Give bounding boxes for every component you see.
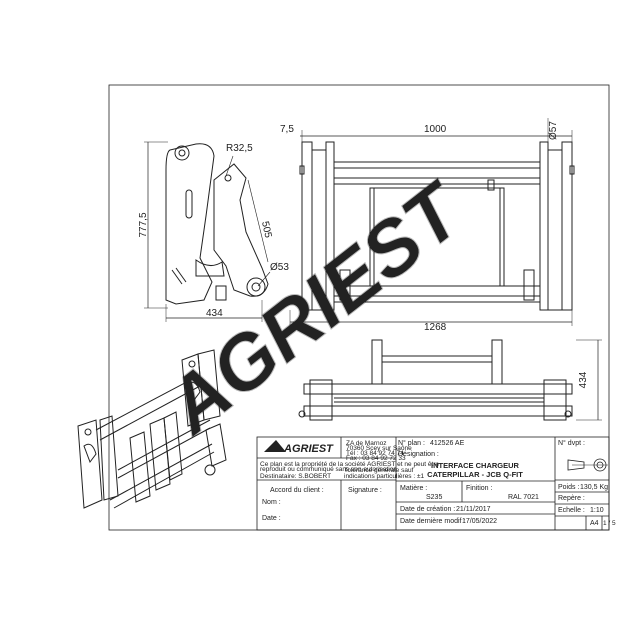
svg-text:412526 AE: 412526 AE <box>430 440 465 447</box>
svg-text:ZA de Marnoz: ZA de Marnoz <box>346 440 386 447</box>
svg-text:17/05/2022: 17/05/2022 <box>462 518 497 525</box>
title-block-text: ZA de Marnoz 70360 Scey sur Saône Tél : … <box>260 439 616 527</box>
bottom-view <box>298 339 602 421</box>
svg-text:Tolérance générale sauf: Tolérance générale sauf <box>344 467 414 474</box>
dim-r-top: R32,5 <box>226 143 253 154</box>
svg-text:reproduit ou communiqué sans s: reproduit ou communiqué sans son autoris… <box>260 466 397 473</box>
svg-text:Matière :: Matière : <box>400 485 427 492</box>
watermark: AGRIEST <box>148 163 483 452</box>
svg-text:1:10: 1:10 <box>590 507 604 514</box>
svg-text:Finition :: Finition : <box>466 485 493 492</box>
svg-text:130,5 Kg: 130,5 Kg <box>580 484 608 491</box>
svg-text:A4: A4 <box>590 520 599 527</box>
svg-text:Repère :: Repère : <box>558 495 585 502</box>
svg-text:AGRIEST: AGRIEST <box>283 443 334 455</box>
svg-text:Date dernière modif :: Date dernière modif : <box>400 518 465 525</box>
dim-offset: 7,5 <box>280 124 294 135</box>
svg-text:Tél : 03 84 92 74 74: Tél : 03 84 92 74 74 <box>346 450 404 457</box>
isometric-view <box>77 349 227 509</box>
svg-text:AGRIEST: AGRIEST <box>148 163 482 451</box>
svg-text:Signature :: Signature : <box>348 487 382 494</box>
svg-text:CATERPILLAR - JCB Q-FIT: CATERPILLAR - JCB Q-FIT <box>427 470 523 479</box>
svg-text:Poids :: Poids : <box>558 484 579 491</box>
title-block <box>256 436 610 531</box>
side-view <box>144 141 271 322</box>
svg-text:Nom :: Nom : <box>262 499 281 506</box>
svg-text:Destinataire: S.BOBERT: Destinataire: S.BOBERT <box>260 473 331 480</box>
svg-text:Accord du client :: Accord du client : <box>270 487 324 494</box>
dim-inner-width: 1000 <box>424 124 447 135</box>
dim-side-depth: 434 <box>206 308 223 319</box>
side-plate <box>165 143 215 305</box>
svg-text:indications particulières : ±1: indications particulières : ±1 <box>344 473 425 480</box>
svg-text:Ce plan est la propriété de la: Ce plan est la propriété de la société A… <box>260 461 439 468</box>
svg-text:N° dvpt :: N° dvpt : <box>558 439 585 447</box>
svg-text:INTERFACE CHARGEUR: INTERFACE CHARGEUR <box>431 461 520 470</box>
front-view <box>289 118 575 326</box>
svg-text:S235: S235 <box>426 494 442 501</box>
dim-pin: Ø53 <box>270 262 289 273</box>
svg-text:N° plan :: N° plan : <box>398 439 425 447</box>
dim-sleeve: 505 <box>259 220 273 239</box>
svg-text:Echelle :: Echelle : <box>558 507 585 514</box>
svg-text:Date :: Date : <box>262 515 281 522</box>
svg-text:RAL 7021: RAL 7021 <box>508 494 539 501</box>
dim-outer-width: 1268 <box>424 322 447 333</box>
agriest-logo: AGRIEST <box>264 440 334 455</box>
svg-text:Fax : 03 84 92 72 33: Fax : 03 84 92 72 33 <box>346 455 406 462</box>
svg-text:21/11/2017: 21/11/2017 <box>456 506 491 513</box>
dim-height: 777,5 <box>138 212 149 237</box>
svg-text:Date de création :: Date de création : <box>400 506 455 513</box>
dim-tube-d: Ø57 <box>548 121 559 140</box>
svg-text:1 / 5: 1 / 5 <box>603 520 616 527</box>
svg-text:Désignation :: Désignation : <box>398 451 439 458</box>
dim-bottom-depth: 434 <box>578 371 589 388</box>
svg-text:70360 Scey sur Saône: 70360 Scey sur Saône <box>346 445 412 452</box>
